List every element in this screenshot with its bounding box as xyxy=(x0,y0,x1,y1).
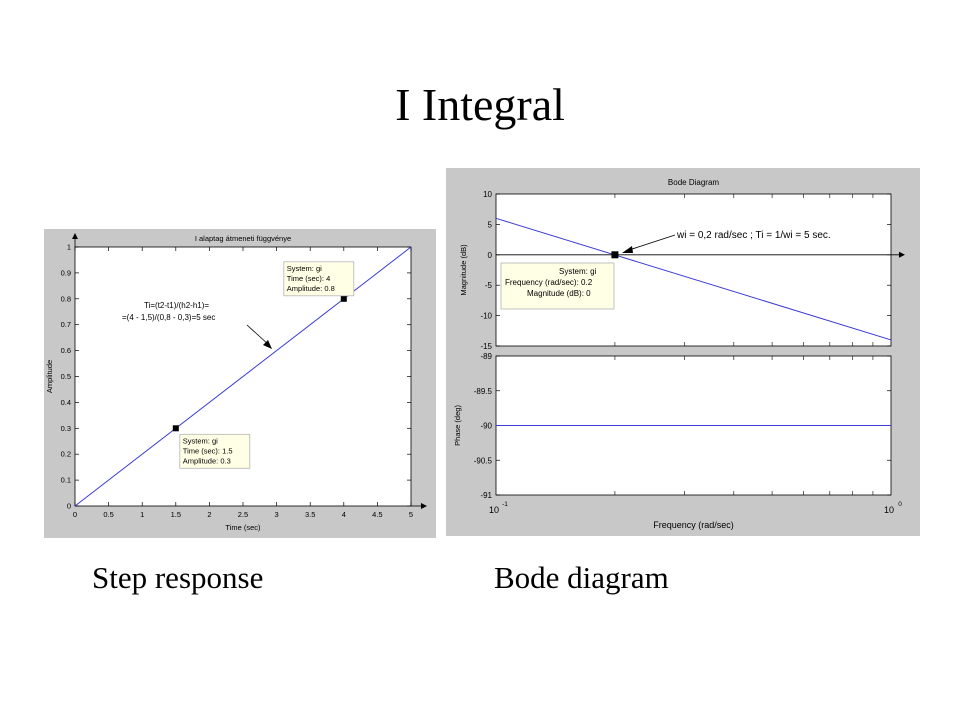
bode-datatip-text: Frequency (rad/sec): 0.2 xyxy=(505,278,593,287)
bode-datatip-marker xyxy=(611,251,619,259)
bode-x-tick-exponent: 0 xyxy=(898,501,902,508)
step-datatip-text: System: gi xyxy=(183,436,218,445)
step-x-tick-label: 0 xyxy=(73,510,77,519)
step-datatip-marker xyxy=(340,295,347,302)
step-response-plot: 0 0.5 1 1.5 2 2.5 3 3.5 4 4.5 5 0 0.1 0.2 0.3 0.4 0.5 0.6… xyxy=(45,233,427,532)
bode-annotation-arrowhead xyxy=(622,246,633,253)
bode-x-tick-exponent: -1 xyxy=(502,501,508,508)
bode-datatip-box xyxy=(500,262,615,310)
step-x-tick-label: 2 xyxy=(207,510,211,519)
step-y-tick-label: 0.8 xyxy=(61,294,71,303)
step-y-tick-label: 0.5 xyxy=(61,372,71,381)
step-chart-title: I alaptag átmeneti függvénye xyxy=(195,234,291,243)
step-datatip-text: System: gi xyxy=(287,264,322,273)
step-y-tick-label: 0.4 xyxy=(61,398,71,407)
bode-x-tick-label: 10 xyxy=(489,505,499,515)
step-datatip-box xyxy=(179,433,251,469)
step-annotation-line: Ti=(t2-t1)/(h2-h1)= xyxy=(144,301,209,310)
step-y-tick-label: 0.3 xyxy=(61,424,71,433)
bode-mag-y-tick-label: -15 xyxy=(480,342,492,351)
step-datatip-text: Amplitude: 0.3 xyxy=(183,456,231,465)
bode-mag-y-tick-label: -10 xyxy=(480,312,492,321)
step-y-tick-label: 0 xyxy=(67,502,71,511)
step-y-tick-label: 0.1 xyxy=(61,476,71,485)
step-datatip-marker xyxy=(172,425,179,432)
step-response-line xyxy=(74,246,412,507)
bode-zero-db-arrowhead xyxy=(899,251,905,258)
step-y-axis-arrowhead xyxy=(72,233,78,239)
step-x-tick-label: 4 xyxy=(342,510,346,519)
step-x-tick-label: 1 xyxy=(140,510,144,519)
step-x-tick-label: 4.5 xyxy=(372,510,382,519)
bode-phase-y-tick-label: -89.5 xyxy=(474,387,493,396)
bode-phase-y-tick-label: -90.5 xyxy=(474,456,493,465)
step-annotation-arrowhead xyxy=(263,340,272,349)
bode-x-tick-label: 10 xyxy=(884,505,894,515)
bode-mag-y-axis-label: Magnitude (dB) xyxy=(459,244,468,296)
step-x-tick-label: 5 xyxy=(409,510,413,519)
bode-chart-title: Bode Diagram xyxy=(668,178,719,187)
step-annotation-line: =(4 - 1,5)/(0,8 - 0,3)=5 sec xyxy=(122,313,215,322)
bode-magnitude-line xyxy=(495,217,892,341)
step-datatip-box xyxy=(283,261,355,297)
bode-mag-y-tick-label: -5 xyxy=(485,281,493,290)
step-y-tick-label: 0.6 xyxy=(61,346,71,355)
step-datatip-text: Amplitude: 0.8 xyxy=(287,284,335,293)
bode-phase-y-tick-label: -90 xyxy=(480,422,492,431)
step-y-tick-label: 1 xyxy=(67,243,71,252)
bode-phase-y-axis-label: Phase (deg) xyxy=(453,405,462,446)
bode-mag-y-tick-label: 10 xyxy=(483,190,492,199)
bode-annotation-text: wi = 0,2 rad/sec ; Ti = 1/wi = 5 sec. xyxy=(676,230,831,241)
step-response-figure: 0 0.5 1 1.5 2 2.5 3 3.5 4 4.5 5 0 0.1 0.2 0.3 0.4 0.5 0.6… xyxy=(44,229,436,538)
step-y-tick-label: 0.7 xyxy=(61,320,71,329)
bode-phase-y-tick-label: -91 xyxy=(480,491,492,500)
bode-datatip-text: Magnitude (dB): 0 xyxy=(527,289,591,298)
slide-title: I Integral xyxy=(395,79,565,130)
step-x-tick-label: 3 xyxy=(275,510,279,519)
step-datatip-text: Time (sec): 1.5 xyxy=(183,446,233,455)
bode-annotation-arrow xyxy=(625,234,676,252)
step-y-tick-label: 0.2 xyxy=(61,450,71,459)
bode-x-axis-label: Frequency (rad/sec) xyxy=(653,520,734,530)
step-x-tick-label: 1.5 xyxy=(171,510,181,519)
bode-mag-y-tick-label: 5 xyxy=(488,220,493,229)
bode-datatip-text: System: gi xyxy=(559,267,597,276)
step-x-tick-label: 3.5 xyxy=(305,510,315,519)
bode-diagram-caption: Bode diagram xyxy=(494,560,669,595)
step-x-axis-arrowhead xyxy=(421,503,427,509)
step-x-axis-label: Time (sec) xyxy=(225,523,261,532)
step-datatip-text: Time (sec): 4 xyxy=(287,274,330,283)
step-annotation-arrow xyxy=(246,324,270,346)
bode-phase-y-tick-label: -89 xyxy=(480,352,492,361)
bode-mag-y-tick-label: 0 xyxy=(488,251,493,260)
step-y-axis-label: Amplitude xyxy=(45,360,54,393)
step-response-caption: Step response xyxy=(92,560,264,595)
step-x-tick-label: 0.5 xyxy=(103,510,113,519)
step-y-tick-label: 0.9 xyxy=(61,268,71,277)
step-x-tick-label: 2.5 xyxy=(238,510,248,519)
